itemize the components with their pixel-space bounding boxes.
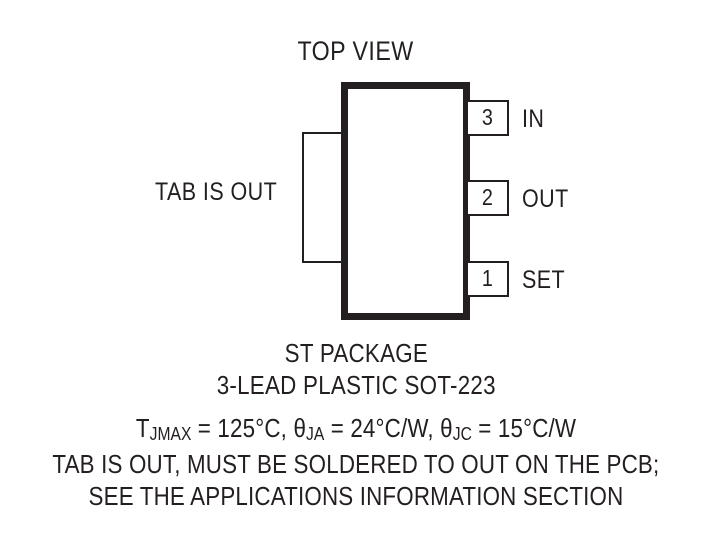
pin-number-1-text: 1 xyxy=(481,265,493,291)
pin-label-set: SET xyxy=(522,266,566,294)
theta-ja-symbol: θ xyxy=(293,413,307,443)
pin-number-1: 1 xyxy=(468,263,507,295)
theta-jc-subscript: JC xyxy=(452,424,472,445)
diagram-title-text: TOP VIEW xyxy=(297,36,415,66)
theta-ja-value: = 24°C/W, xyxy=(324,413,441,443)
tjmax-symbol: T xyxy=(135,413,150,443)
pin-box-1: 1 xyxy=(466,261,509,297)
theta-jc-symbol: θ xyxy=(440,413,453,443)
package-body-outline xyxy=(341,82,470,320)
diagram-title: TOP VIEW xyxy=(0,38,712,65)
note-line-2-text: SEE THE APPLICATIONS INFORMATION SECTION xyxy=(88,481,624,511)
pin-box-3: 3 xyxy=(466,100,509,136)
thermal-spec-text: TJMAX = 125°C, θJA = 24°C/W, θJC = 15°C/… xyxy=(136,413,576,444)
theta-ja-subscript: JA xyxy=(306,424,325,445)
thermal-spec-line: TJMAX = 125°C, θJA = 24°C/W, θJC = 15°C/… xyxy=(0,413,712,444)
pin-number-3: 3 xyxy=(468,102,507,134)
tab-annotation-label: TAB IS OUT xyxy=(155,178,278,206)
pin-number-2-text: 2 xyxy=(481,184,493,210)
note-line-1-text: TAB IS OUT, MUST BE SOLDERED TO OUT ON T… xyxy=(52,449,660,479)
theta-jc-value: = 15°C/W xyxy=(471,413,577,443)
note-line-1: TAB IS OUT, MUST BE SOLDERED TO OUT ON T… xyxy=(0,449,712,480)
pin-box-2: 2 xyxy=(466,180,509,216)
tjmax-subscript: JMAX xyxy=(149,424,192,445)
pin-number-2: 2 xyxy=(468,182,507,214)
pin-label-in: IN xyxy=(522,105,545,133)
package-tab-outline xyxy=(302,132,348,263)
pin-number-3-text: 3 xyxy=(481,104,493,130)
tjmax-value: = 125°C, xyxy=(191,413,294,443)
package-description-text: 3-LEAD PLASTIC SOT-223 xyxy=(216,370,496,400)
note-line-2: SEE THE APPLICATIONS INFORMATION SECTION xyxy=(0,481,712,512)
pin-label-out: OUT xyxy=(522,185,569,213)
package-name: ST PACKAGE xyxy=(0,338,712,369)
package-description: 3-LEAD PLASTIC SOT-223 xyxy=(0,370,712,401)
package-name-text: ST PACKAGE xyxy=(284,338,428,368)
